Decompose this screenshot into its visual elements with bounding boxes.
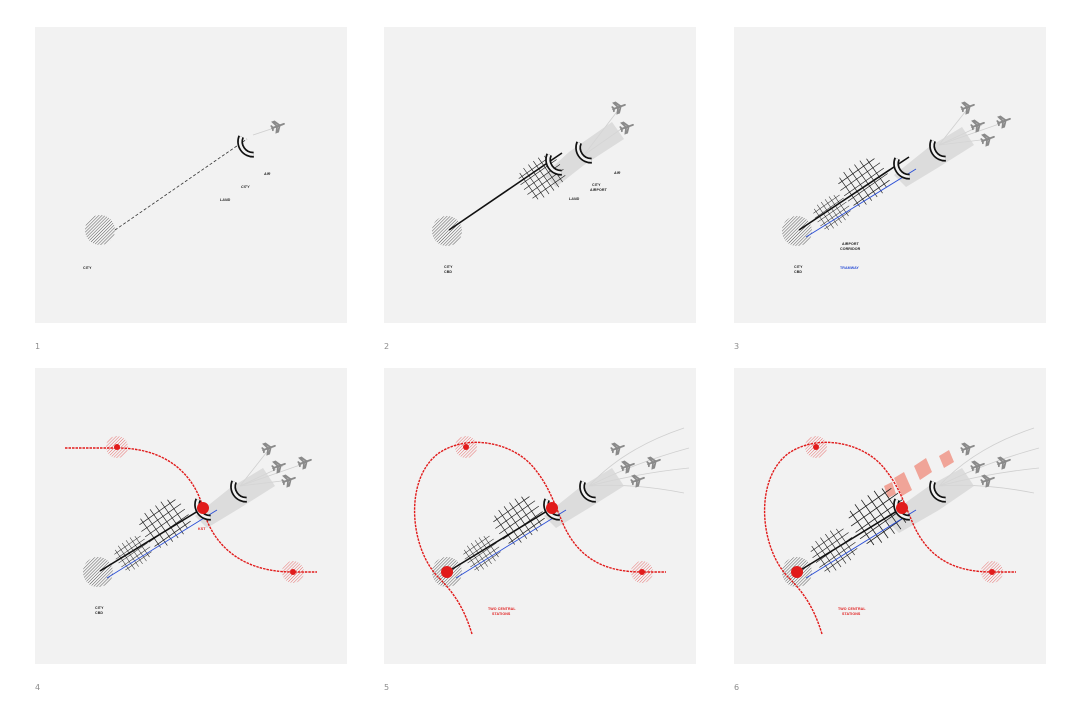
link-solid: [448, 152, 563, 231]
panel-3: CITY CBD AIRPORT CORRIDOR TRAMWAY: [734, 27, 1046, 323]
plane-icon: [995, 112, 1013, 130]
label-land: LAND: [569, 197, 580, 201]
terminal: [236, 137, 254, 159]
label-city: CITY: [794, 265, 803, 269]
town-node: [290, 569, 296, 575]
rail-line: [413, 441, 666, 635]
panel-number-2: 2: [384, 342, 390, 351]
plane-icon: [260, 439, 278, 457]
link-dashed: [114, 138, 248, 231]
label-city-mid: CITY: [592, 183, 601, 187]
label-corridor-1: AIRPORT: [842, 242, 860, 246]
panel-number-4: 4: [35, 683, 41, 692]
panel-6: TWO CENTRAL STATIONS: [734, 368, 1046, 664]
urban-grid: [832, 151, 896, 213]
development-blocks: [884, 450, 954, 498]
label-air: AIR: [263, 172, 271, 176]
plane-icon: [979, 130, 997, 148]
tramway-line: [805, 168, 917, 238]
diagram-2: CITY CBD LAND CITY AIRPORT AIR: [432, 98, 636, 274]
city-circle: [782, 216, 812, 246]
label-station: KST: [198, 527, 206, 531]
urban-grid: [110, 530, 156, 576]
town-node: [114, 444, 120, 450]
label-cbd: CBD: [794, 270, 802, 274]
town-node: [813, 444, 819, 450]
panel-number-3: 3: [734, 342, 740, 351]
label-city: CITY: [444, 265, 453, 269]
plane-icon: [618, 118, 636, 136]
tramway-line: [455, 509, 567, 579]
city-circle: [85, 215, 115, 245]
station-node: [791, 566, 803, 578]
station-node: [441, 566, 453, 578]
label-air: AIR: [613, 171, 621, 175]
station-node: [896, 502, 908, 514]
link-solid: [798, 507, 903, 572]
plane-icon: [610, 98, 628, 116]
panel-2: CITY CBD LAND CITY AIRPORT AIR: [384, 27, 696, 323]
panel-number-6: 6: [734, 683, 740, 692]
panel-4: CITY CBD KST: [35, 368, 347, 664]
city-circle: [432, 216, 462, 246]
panel-number-5: 5: [384, 683, 390, 692]
label-city-mid: CITY: [241, 185, 250, 189]
town-node: [989, 569, 995, 575]
station-node: [546, 502, 558, 514]
town-node: [639, 569, 645, 575]
diagram-4: CITY CBD KST: [65, 436, 317, 615]
plane-icon: [269, 117, 287, 135]
link-solid: [798, 156, 910, 231]
town-node: [463, 444, 469, 450]
panel-number-1: 1: [35, 342, 41, 351]
label-city: CITY: [83, 266, 92, 270]
plane-icon: [959, 98, 977, 116]
diagram-1: CITY LAND CITY AIR: [83, 117, 287, 270]
rail-line: [763, 441, 1016, 635]
plane-icon: [270, 457, 288, 475]
plane-icon: [609, 439, 627, 457]
plane-icon: [280, 471, 298, 489]
label-stations-1: TWO CENTRAL: [838, 607, 866, 611]
label-land: LAND: [220, 198, 231, 202]
urban-grid: [459, 530, 505, 576]
city-circle: [83, 557, 113, 587]
label-cbd: CBD: [444, 270, 452, 274]
label-city: CITY: [95, 606, 104, 610]
panel-5: TWO CENTRAL STATIONS: [384, 368, 696, 664]
label-tramway: TRAMWAY: [840, 266, 859, 270]
plane-icon: [969, 116, 987, 134]
station-node: [197, 502, 209, 514]
diagram-3: CITY CBD AIRPORT CORRIDOR TRAMWAY: [782, 98, 1013, 274]
label-cbd: CBD: [95, 611, 103, 615]
diagram-6: TWO CENTRAL STATIONS: [763, 427, 1040, 635]
tramway-line: [805, 509, 917, 579]
plane-icon: [296, 453, 314, 471]
label-stations-2: STATIONS: [492, 612, 511, 616]
label-airport: AIRPORT: [590, 188, 608, 192]
corridor: [544, 122, 624, 187]
label-stations-2: STATIONS: [842, 612, 861, 616]
label-corridor-2: CORRIDOR: [840, 247, 861, 251]
diagram-5: TWO CENTRAL STATIONS: [413, 427, 690, 635]
panel-1: CITY LAND CITY AIR: [35, 27, 347, 323]
plane-icon: [959, 439, 977, 457]
tramway-line: [106, 509, 218, 579]
label-stations-1: TWO CENTRAL: [488, 607, 516, 611]
link-solid: [448, 507, 553, 572]
link-solid: [99, 507, 204, 572]
